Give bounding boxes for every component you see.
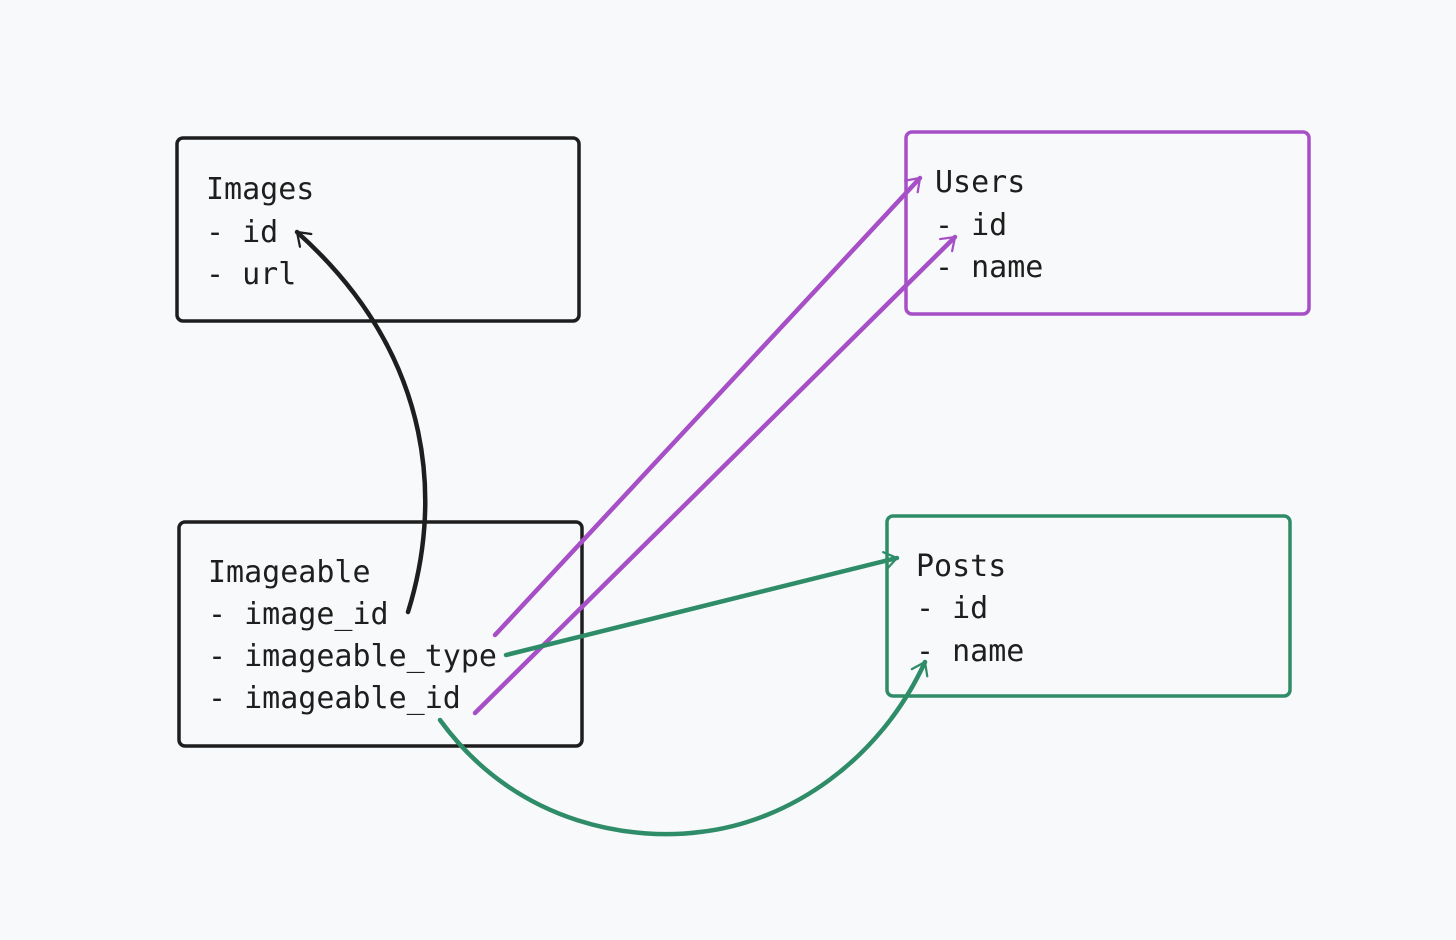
- table-imageable-title: Imageable: [208, 555, 371, 590]
- arrow-imageable-id-to-users-id[interactable]: [472, 234, 958, 716]
- table-imageable-field-imageable-type: - imageable_type: [208, 639, 497, 674]
- arrow-imageable-type-to-users[interactable]: [492, 175, 923, 638]
- arrow-imageable-type-to-posts[interactable]: [503, 551, 900, 658]
- table-users[interactable]: Users - id - name: [904, 130, 1311, 316]
- table-users-field-id: - id: [935, 208, 1007, 243]
- table-imageable-field-imageable-id: - imageable_id: [208, 681, 461, 716]
- table-posts-field-name: - name: [916, 634, 1024, 669]
- table-users-field-name: - name: [935, 250, 1043, 285]
- table-images-field-id: - id: [206, 215, 278, 250]
- table-images-title: Images: [206, 172, 314, 207]
- table-imageable[interactable]: Imageable - image_id - imageable_type - …: [177, 520, 584, 748]
- table-images-field-url: - url: [206, 257, 296, 292]
- table-images-border: [175, 136, 581, 323]
- table-users-border: [904, 130, 1311, 316]
- arrow-imageable-id-to-posts-id[interactable]: [437, 659, 929, 837]
- table-users-title: Users: [935, 165, 1025, 200]
- table-posts-border: [885, 514, 1292, 698]
- table-posts-title: Posts: [916, 549, 1006, 584]
- table-images[interactable]: Images - id - url: [175, 136, 581, 323]
- table-posts[interactable]: Posts - id - name: [885, 514, 1292, 698]
- table-imageable-field-image-id: - image_id: [208, 597, 389, 632]
- table-posts-field-id: - id: [916, 591, 988, 626]
- arrow-image-id-to-images-id[interactable]: [294, 229, 428, 615]
